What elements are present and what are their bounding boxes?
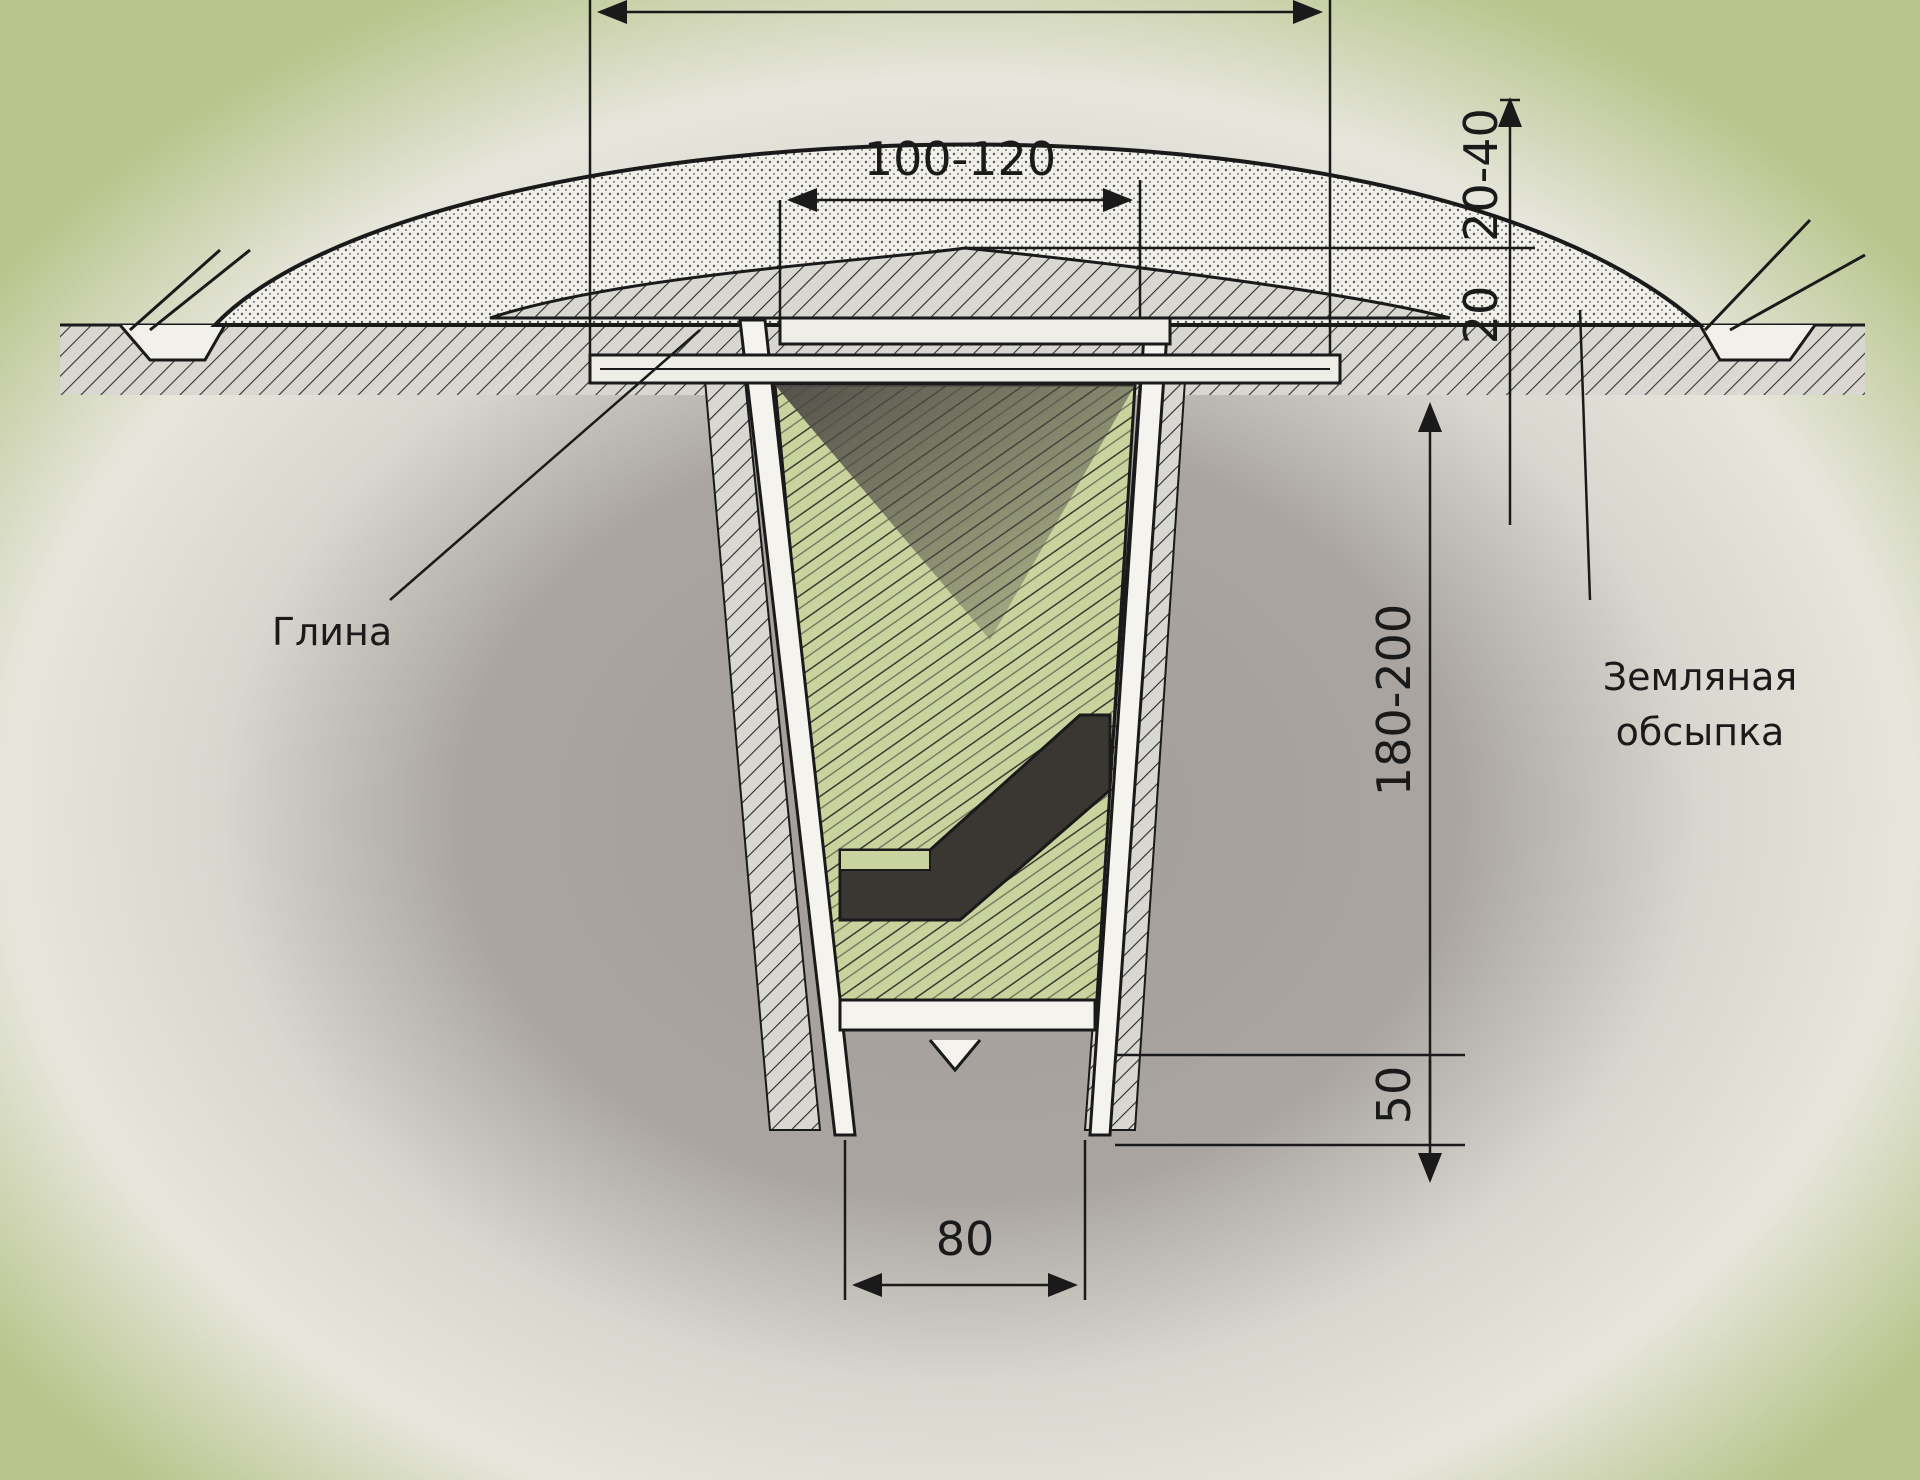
dim-depth: 180-200	[1367, 604, 1421, 796]
dim-cover-a: 20	[1454, 286, 1508, 345]
bench	[838, 713, 1112, 922]
trench-floor	[838, 998, 1097, 1073]
label-earth-fill-line2: обсыпка	[1616, 710, 1785, 754]
label-earth-fill-line1: Земляная	[1603, 655, 1798, 699]
support-posts	[738, 318, 1170, 1137]
dim-bottom-width: 80	[936, 1212, 995, 1266]
dimension-lines	[588, 0, 1535, 1300]
label-clay: Глина	[272, 610, 392, 654]
dim-bottom-depth: 50	[1367, 1066, 1421, 1125]
dim-cover-b: 20-40	[1454, 108, 1508, 242]
leader-lines	[389, 309, 1592, 601]
roof-boards	[588, 316, 1342, 385]
dim-top-width: 100-120	[864, 132, 1056, 186]
